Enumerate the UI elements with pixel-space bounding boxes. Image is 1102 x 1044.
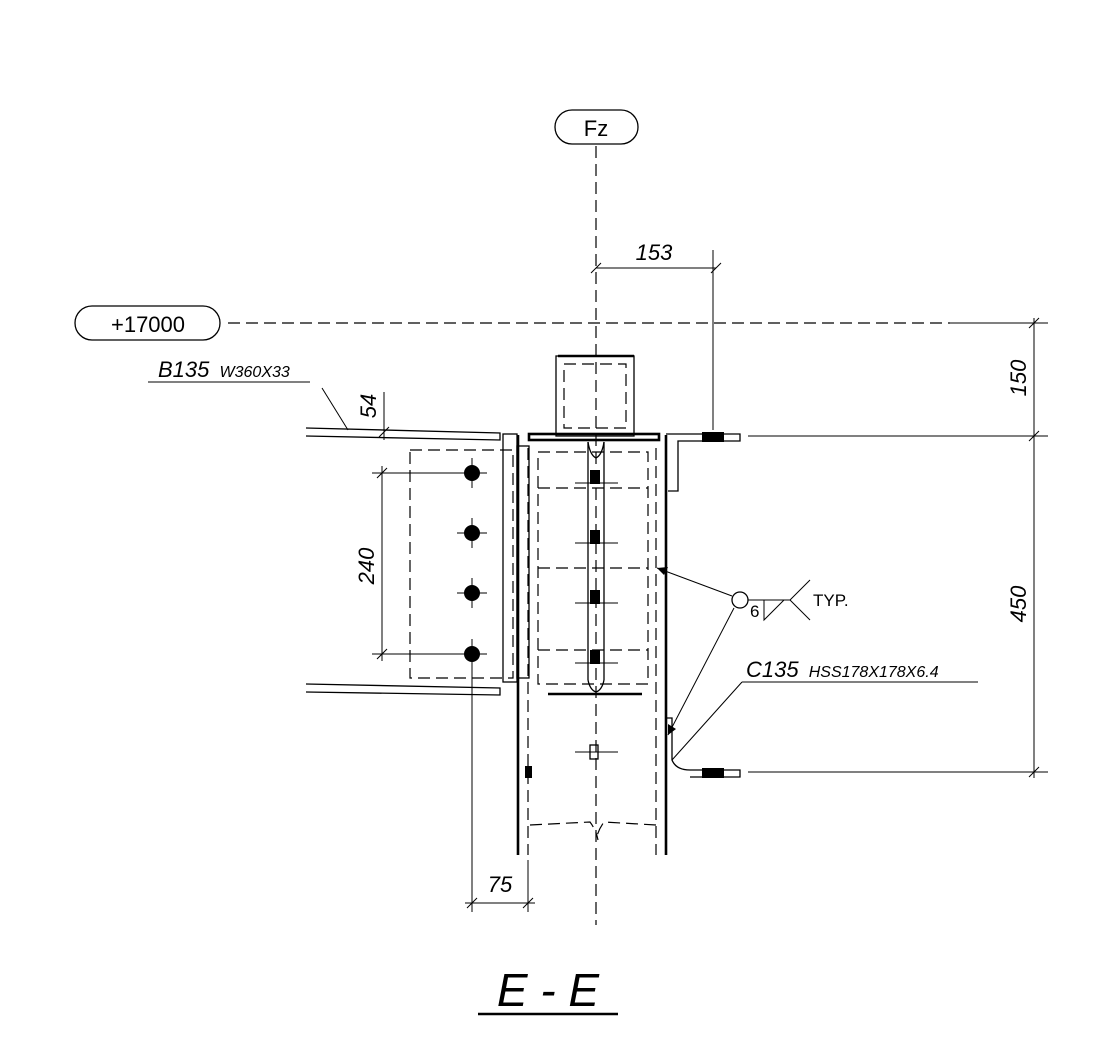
beam-mark: B135 <box>158 357 210 382</box>
bolt <box>464 525 480 541</box>
gridline-label: Fz <box>584 116 608 141</box>
dim-75-value: 75 <box>488 872 513 897</box>
column-section: HSS178X178X6.4 <box>809 664 939 681</box>
svg-text:C135 HSS178X178X6.4: C135 HSS178X178X6.4 <box>746 657 939 682</box>
elevation-label: +17000 <box>111 312 185 337</box>
beam-w360 <box>305 427 530 696</box>
gridline-fz: Fz <box>554 109 639 925</box>
dim-150-value: 150 <box>1006 359 1031 396</box>
column-mark: C135 <box>746 657 799 682</box>
svg-text:B135 W360X33: B135 W360X33 <box>158 357 290 382</box>
bolt <box>464 585 480 601</box>
dim-vertical-right: 150 450 <box>748 317 1048 778</box>
section-title: E - E <box>478 964 618 1016</box>
column-callout: C135 HSS178X178X6.4 <box>671 657 978 761</box>
dim-450-value: 450 <box>1006 585 1031 622</box>
dim-75: 75 <box>465 665 535 912</box>
bolt <box>464 646 480 662</box>
shelf-angle-bottom <box>666 717 741 778</box>
cap-plate <box>527 354 661 442</box>
tee-stiffener <box>537 441 649 760</box>
dim-153: 153 <box>590 240 722 430</box>
dim-54-value: 54 <box>356 394 381 418</box>
fillet-weld-icon <box>763 599 785 622</box>
elevation-marker: +17000 <box>74 305 950 341</box>
bolt <box>464 465 480 481</box>
weld-symbol: 6 TYP. <box>656 567 849 736</box>
hss-column <box>516 435 668 855</box>
dim-54: 54 <box>356 392 390 440</box>
all-around-weld-icon <box>731 591 749 609</box>
weld-size: 6 <box>750 602 759 621</box>
dim-153-value: 153 <box>636 240 673 265</box>
dim-240: 240 <box>354 466 462 661</box>
beam-section: W360X33 <box>220 364 290 381</box>
bolt-group <box>457 458 618 753</box>
dim-240-value: 240 <box>354 547 379 585</box>
weld-note: TYP. <box>813 591 849 610</box>
section-title-text: E - E <box>497 964 601 1016</box>
beam-callout: B135 W360X33 <box>148 357 349 431</box>
shelf-angle-top <box>666 432 741 492</box>
